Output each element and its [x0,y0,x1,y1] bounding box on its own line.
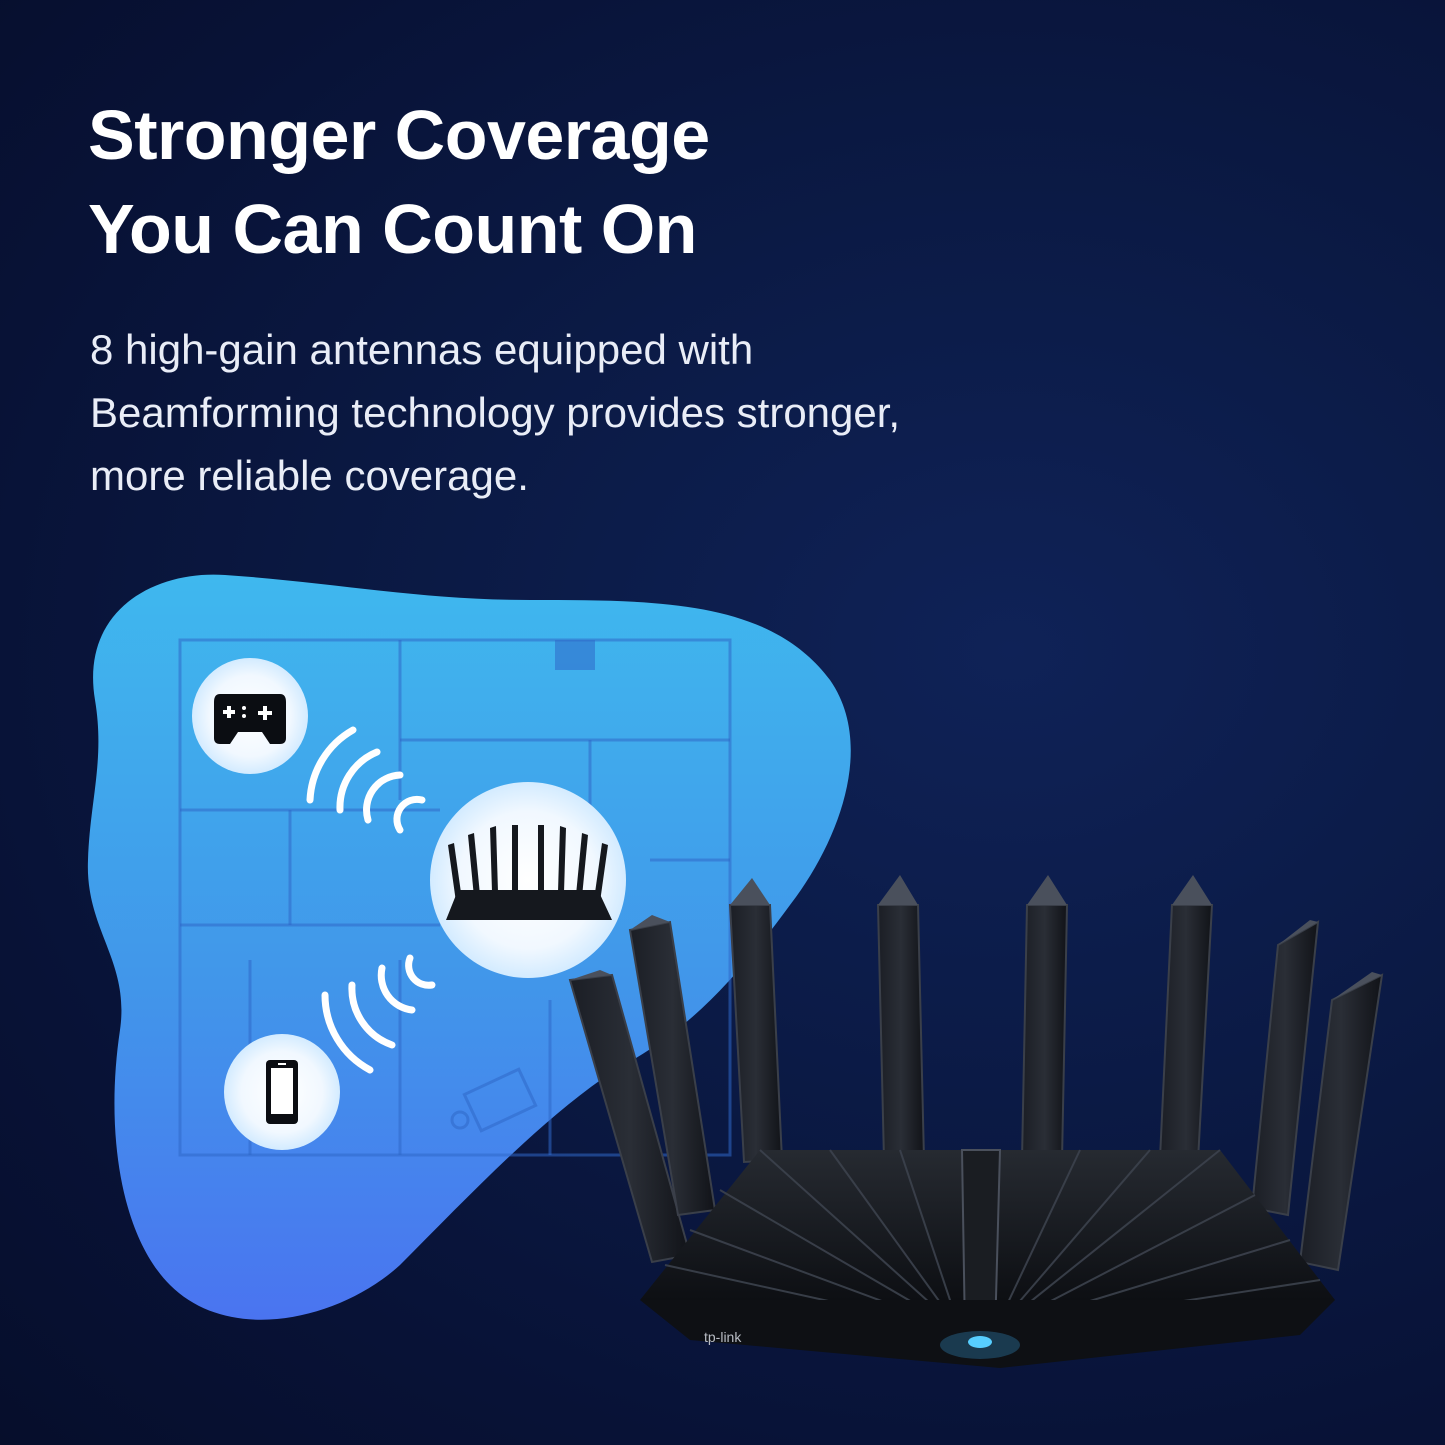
description-line-2: Beamforming technology provides stronger… [90,389,901,436]
signal-waves-upper [306,726,426,834]
headline: Stronger Coverage You Can Count On [88,88,710,276]
gamepad-device [192,658,308,774]
smartphone-device [224,1034,340,1150]
antenna-4 [876,875,926,1161]
description: 8 high-gain antennas equipped with Beamf… [90,318,1090,507]
gamepad-icon [214,694,286,744]
router-body: tp-link [640,1149,1335,1368]
signal-waves-lower [321,954,436,1074]
antenna-6 [1158,875,1214,1162]
smartphone-icon [266,1060,298,1124]
floor-plan-block [555,640,595,670]
antenna-8 [1298,972,1384,1272]
router-icon [446,825,612,920]
antenna-5 [1020,875,1069,1161]
router-hub [430,782,626,978]
router-logo: tp-link [704,1329,742,1345]
antenna-7 [1250,920,1320,1217]
router-image: tp-link [568,875,1384,1368]
status-led [968,1336,992,1348]
headline-line-2: You Can Count On [88,190,697,268]
router-antennas [568,875,1384,1272]
description-line-3: more reliable coverage. [90,452,529,499]
description-line-1: 8 high-gain antennas equipped with [90,326,754,373]
headline-line-1: Stronger Coverage [88,96,710,174]
